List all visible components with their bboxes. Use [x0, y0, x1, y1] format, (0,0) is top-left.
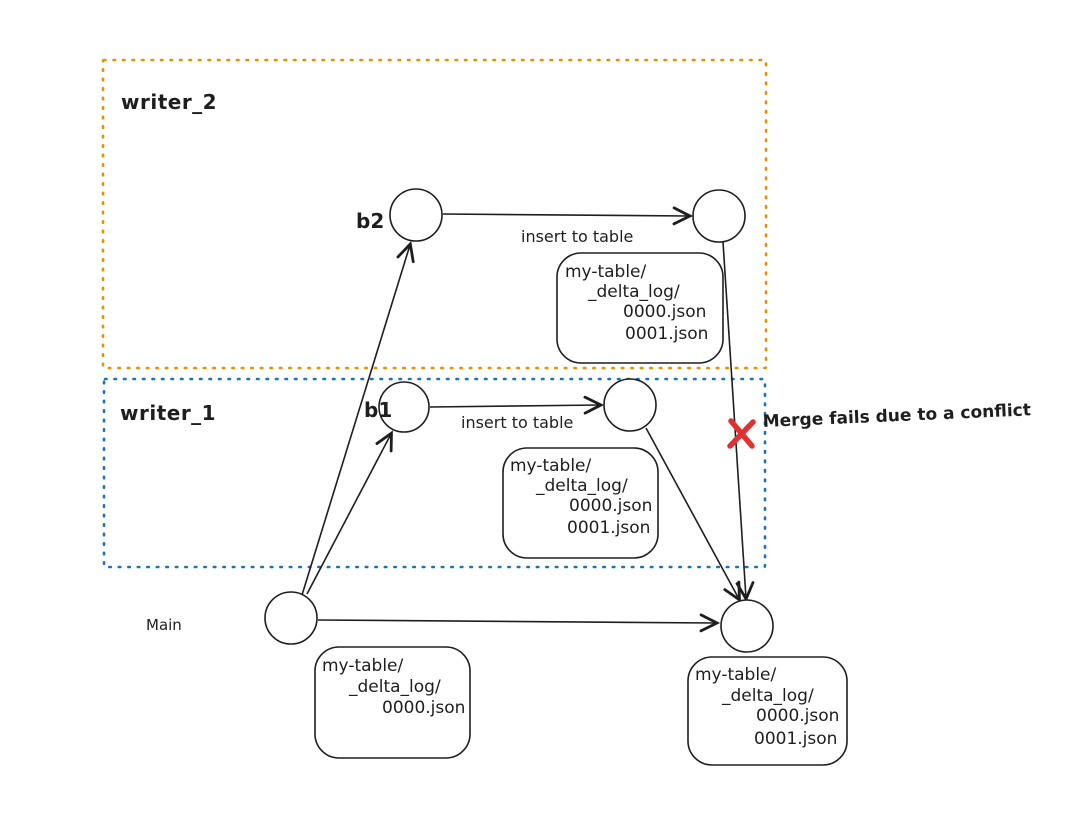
file-line-highlight: 0001.json [567, 518, 650, 538]
edge-main-to-b2 [301, 241, 415, 596]
edge-b1-to-merged [645, 427, 741, 603]
file-line: my-table/ [565, 262, 647, 282]
file-line: my-table/ [322, 656, 404, 676]
branch-label-b2: b2 [356, 209, 384, 233]
commit-node-b1-end [603, 378, 657, 432]
file-line-highlight: 0001.json [625, 324, 708, 344]
file-line: _delta_log/ [348, 677, 441, 697]
conflict-x-icon [727, 418, 756, 449]
file-line: 0000.json [382, 698, 465, 718]
edge-label-insert-b1: insert to table [461, 413, 573, 432]
file-line: my-table/ [510, 456, 592, 476]
file-box-main: my-table/ _delta_log/ 0000.json [314, 646, 471, 759]
writer-2-lane-box [101, 58, 768, 370]
commit-node-b2-end [692, 189, 746, 243]
commit-node-main [264, 591, 318, 645]
file-line: _delta_log/ [721, 686, 814, 706]
writer-1-lane-box [102, 377, 767, 569]
file-box-merged: my-table/ _delta_log/ 0000.json 0001.jso… [687, 656, 848, 766]
edge-b2-insert [442, 206, 694, 226]
file-box-b1: my-table/ _delta_log/ 0000.json 0001.jso… [502, 447, 659, 559]
merge-fail-label: Merge fails due to a conflict [762, 400, 1031, 432]
edge-main-to-merged [317, 613, 721, 633]
writer-2-lane-label: writer_2 [121, 90, 217, 114]
file-line: _delta_log/ [535, 476, 628, 496]
edge-main-to-b1 [306, 430, 393, 595]
file-line: my-table/ [695, 665, 777, 685]
file-line: 0000.json [569, 496, 652, 516]
writer-1-lane-label: writer_1 [120, 401, 216, 425]
file-line: _delta_log/ [587, 282, 680, 302]
file-line: 0000.json [623, 302, 706, 322]
file-box-b2: my-table/ _delta_log/ 0000.json 0001.jso… [556, 252, 724, 364]
edge-b2-to-merged [722, 241, 755, 603]
edge-label-insert-b2: insert to table [521, 227, 633, 246]
edge-b1-insert [429, 395, 605, 415]
branch-label-b1: b1 [364, 398, 392, 422]
main-branch-label: Main [146, 616, 182, 634]
file-line-highlight: 0001.json [754, 729, 837, 749]
commit-node-b1-start [378, 381, 430, 433]
commit-node-merged [720, 599, 774, 653]
file-line: 0000.json [756, 706, 839, 726]
commit-node-b2-start [389, 188, 443, 242]
